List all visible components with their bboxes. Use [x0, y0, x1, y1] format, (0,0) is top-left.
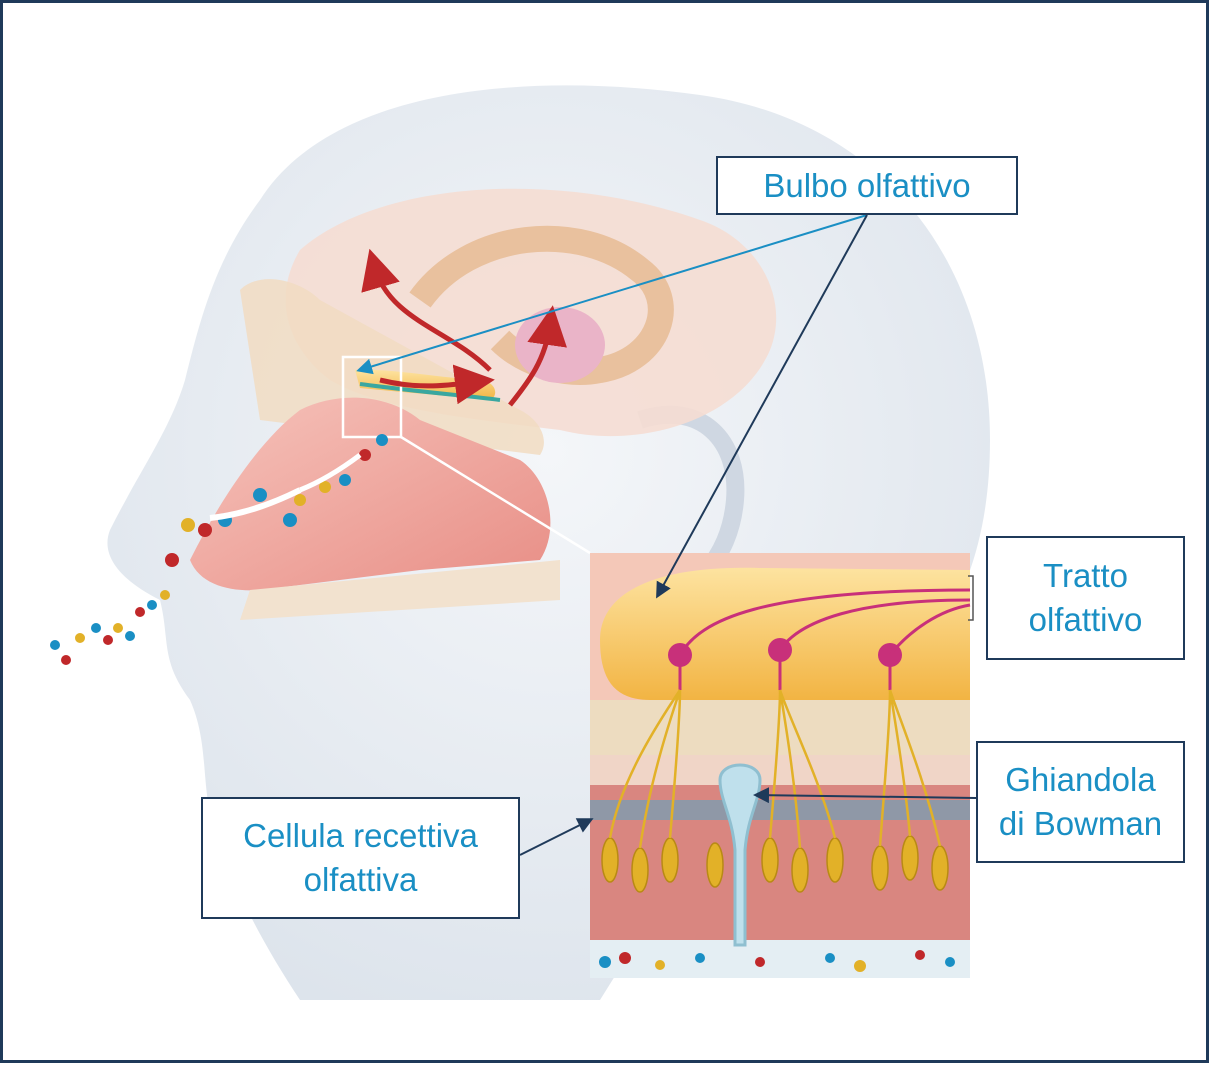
label-cellula-line1: Cellula recettiva: [243, 814, 478, 858]
label-bulbo-olfattivo: Bulbo olfattivo: [716, 156, 1018, 215]
label-ghiandola-di-bowman: Ghiandola di Bowman: [976, 741, 1185, 863]
detail-inset: [590, 553, 970, 978]
label-ghiandola-line1: Ghiandola: [1005, 758, 1155, 802]
label-cellula-line2: olfattiva: [304, 858, 418, 902]
label-tratto-line2: olfattivo: [1029, 598, 1143, 642]
label-cellula-recettiva: Cellula recettiva olfattiva: [201, 797, 520, 919]
label-ghiandola-line2: di Bowman: [999, 802, 1162, 846]
label-tratto-olfattivo: Tratto olfattivo: [986, 536, 1185, 660]
label-bulbo-text: Bulbo olfattivo: [763, 164, 970, 208]
label-tratto-line1: Tratto: [1043, 554, 1128, 598]
